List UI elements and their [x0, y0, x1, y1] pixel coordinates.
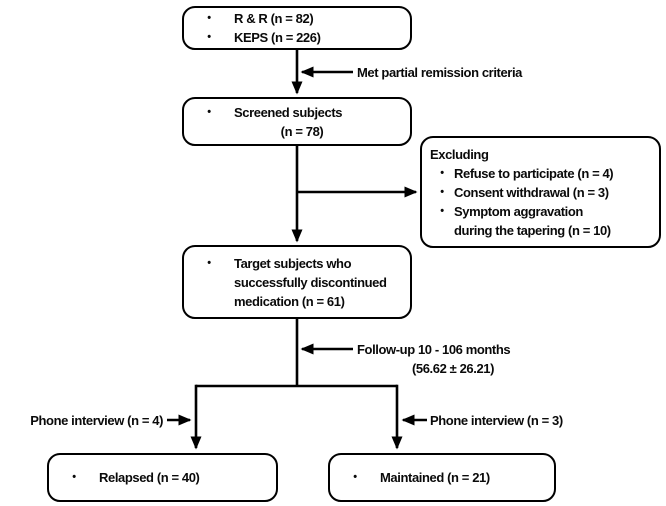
excluding-symptom-text-line2: during the tapering (n = 10) — [454, 222, 611, 238]
excluding-title: Excluding — [430, 146, 489, 162]
target-text-line2: successfully discontinued — [234, 274, 387, 290]
followup-label: Follow-up 10 - 106 months (56.62 ± 26.21… — [357, 340, 549, 378]
met-criteria-label: Met partial remission criteria — [357, 65, 523, 80]
maintained-line: • Maintained (n = 21) — [330, 468, 550, 487]
recruitment-rr-text: R & R (n = 82) — [234, 11, 314, 26]
recruitment-keps-text: KEPS (n = 226) — [234, 30, 321, 45]
maintained-text: Maintained (n = 21) — [380, 470, 490, 485]
box-recruitment-sources: • R & R (n = 82) • KEPS (n = 226) — [182, 6, 412, 50]
excluding-item-refuse: • Refuse to participate (n = 4) — [430, 164, 657, 183]
phone-interview-left-label: Phone interview (n = 4) — [30, 413, 163, 428]
excluding-consent-text: Consent withdrawal (n = 3) — [454, 184, 609, 200]
excluding-item-consent: • Consent withdrawal (n = 3) — [430, 183, 657, 202]
screened-text: Screened subjects — [234, 104, 343, 120]
target-text-line1: Target subjects who — [234, 255, 352, 271]
phone-interview-right-label: Phone interview (n = 3) — [430, 413, 563, 428]
screened-line1: • Screened subjects — [184, 103, 406, 122]
bullet-icon: • — [440, 166, 444, 179]
bullet-icon: • — [72, 471, 76, 483]
bullet-icon: • — [207, 105, 211, 118]
followup-mean-sd-text: (56.62 ± 26.21) — [411, 361, 495, 376]
excluding-item-symptom: • Symptom aggravation — [430, 202, 657, 221]
box-relapsed: • Relapsed (n = 40) — [47, 453, 278, 502]
recruitment-line-rr: • R & R (n = 82) — [184, 9, 406, 28]
bullet-icon: • — [440, 185, 444, 198]
bullet-icon: • — [353, 471, 357, 483]
bullet-icon: • — [207, 31, 211, 43]
excluding-symptom-text-line1: Symptom aggravation — [454, 203, 583, 219]
box-maintained: • Maintained (n = 21) — [328, 453, 556, 502]
screened-n-value: (n = 78) — [280, 123, 324, 139]
followup-duration-text: Follow-up 10 - 106 months — [357, 342, 511, 357]
box-screened-subjects: • Screened subjects (n = 78) — [182, 97, 412, 146]
box-excluding: Excluding • Refuse to participate (n = 4… — [420, 136, 661, 248]
box-target-subjects: • Target subjects who successfully disco… — [182, 245, 412, 319]
relapsed-line: • Relapsed (n = 40) — [49, 468, 272, 487]
excluding-refuse-text: Refuse to participate (n = 4) — [454, 165, 614, 181]
bullet-icon: • — [207, 256, 211, 269]
bullet-icon: • — [207, 12, 211, 24]
relapsed-text: Relapsed (n = 40) — [99, 470, 200, 485]
recruitment-line-keps: • KEPS (n = 226) — [184, 28, 406, 47]
target-line1: • Target subjects who — [184, 254, 406, 273]
target-text-line3: medication (n = 61) — [234, 293, 345, 309]
bullet-icon: • — [440, 204, 444, 217]
